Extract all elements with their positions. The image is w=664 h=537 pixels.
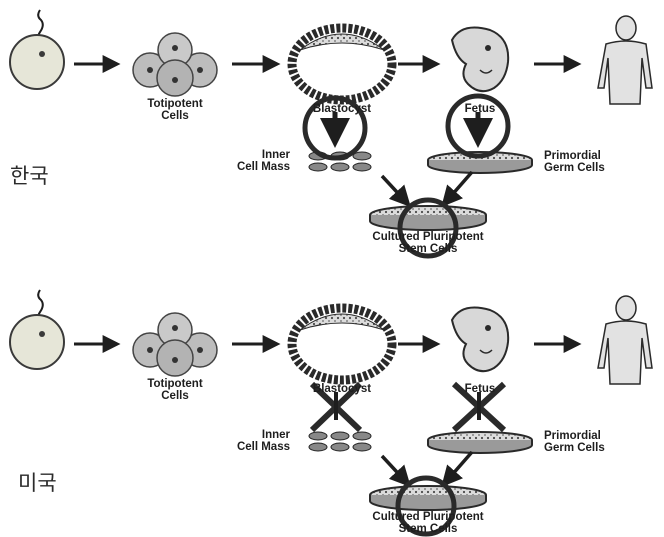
fetus-icon	[452, 28, 508, 92]
country-label-usa: 미국	[18, 467, 57, 497]
germ-cells-dish-icon	[428, 432, 532, 453]
panel-korea	[10, 10, 652, 256]
totipotent-cells-icon	[133, 33, 217, 96]
country-label-korea: 한국	[10, 160, 49, 190]
flow-arrow	[382, 176, 408, 204]
cultured-stem-cells-line1: Cultured Pluripotent	[348, 511, 508, 523]
blastocyst-icon	[292, 308, 392, 380]
flow-arrow	[444, 452, 472, 484]
primordial-germ-cells-line2: Germ Cells	[544, 162, 654, 174]
cultured-stem-cells-label: Cultured Pluripotent Stem Cells	[348, 231, 508, 255]
fetus-icon	[452, 308, 508, 372]
cultured-cells-dish-icon	[370, 206, 486, 230]
inner-cell-mass-line2: Cell Mass	[200, 441, 290, 453]
cultured-stem-cells-line2: Stem Cells	[348, 523, 508, 535]
totipotent-label-line1: Totipotent	[130, 378, 220, 390]
blastocyst-label: Blastocyst	[297, 103, 387, 115]
inner-cell-mass-icon	[309, 432, 371, 451]
fetus-label: Fetus	[445, 103, 515, 115]
human-figure-icon	[598, 296, 652, 384]
egg-cell-icon	[10, 290, 64, 369]
totipotent-label: Totipotent Cells	[130, 378, 220, 402]
primordial-germ-cells-label: Primordial Germ Cells	[544, 430, 654, 454]
primordial-germ-cells-label: Primordial Germ Cells	[544, 150, 654, 174]
egg-cell-icon	[10, 10, 64, 89]
cultured-stem-cells-label: Cultured Pluripotent Stem Cells	[348, 511, 508, 535]
inner-cell-mass-line1: Inner	[200, 149, 290, 161]
totipotent-label: Totipotent Cells	[130, 98, 220, 122]
inner-cell-mass-label: Inner Cell Mass	[200, 429, 290, 453]
human-figure-icon	[598, 16, 652, 104]
cultured-cells-dish-icon	[370, 486, 486, 510]
fetus-label: Fetus	[445, 383, 515, 395]
primordial-germ-cells-line2: Germ Cells	[544, 442, 654, 454]
panel-usa	[10, 290, 652, 534]
inner-cell-mass-label: Inner Cell Mass	[200, 149, 290, 173]
totipotent-label-line2: Cells	[130, 110, 220, 122]
blastocyst-icon	[292, 28, 392, 100]
totipotent-cells-icon	[133, 313, 217, 376]
blastocyst-label: Blastocyst	[297, 383, 387, 395]
flow-arrow	[382, 456, 408, 484]
flow-arrow	[444, 172, 472, 204]
primordial-germ-cells-line1: Primordial	[544, 150, 654, 162]
primordial-germ-cells-line1: Primordial	[544, 430, 654, 442]
inner-cell-mass-line2: Cell Mass	[200, 161, 290, 173]
cultured-stem-cells-line1: Cultured Pluripotent	[348, 231, 508, 243]
totipotent-label-line2: Cells	[130, 390, 220, 402]
inner-cell-mass-line1: Inner	[200, 429, 290, 441]
cultured-stem-cells-line2: Stem Cells	[348, 243, 508, 255]
totipotent-label-line1: Totipotent	[130, 98, 220, 110]
